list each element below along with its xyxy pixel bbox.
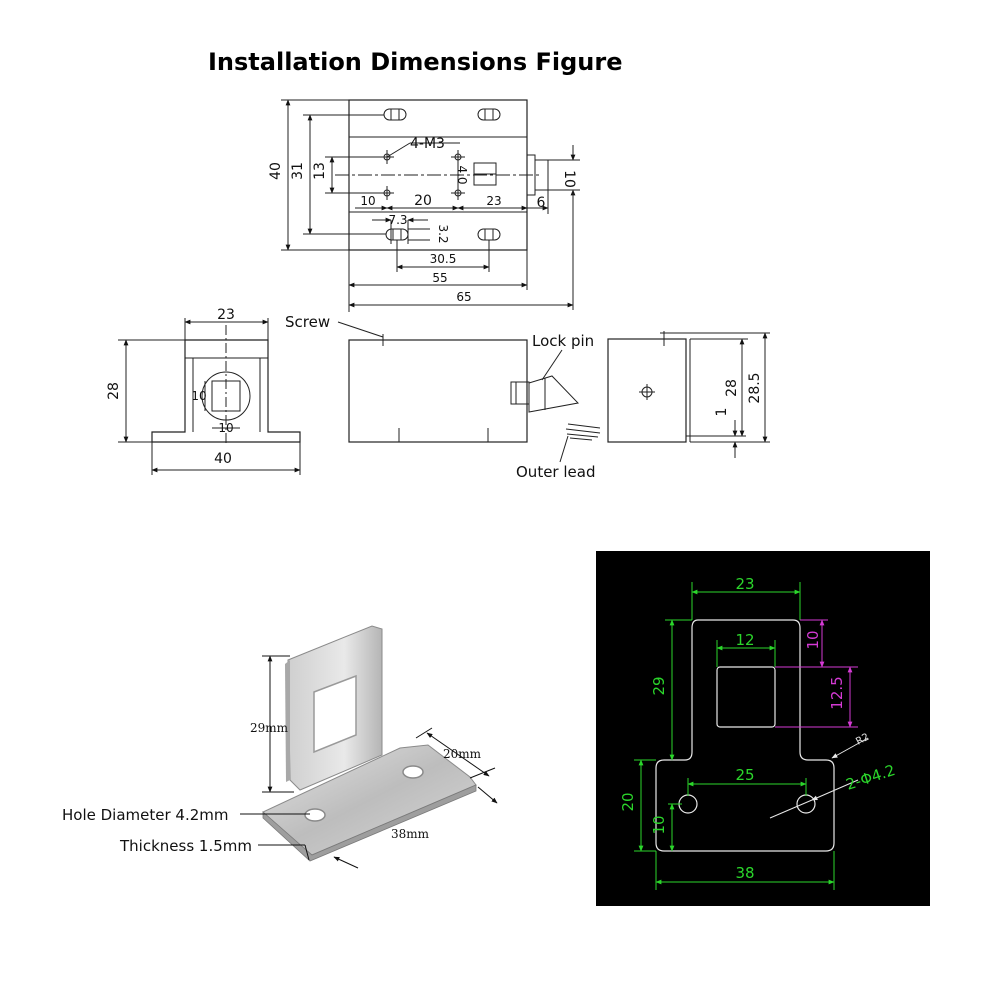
dim-slot-width: 7.3 [388,213,407,227]
dim-pin-length: 10 [561,170,577,188]
cad-upright-height: 29 [650,676,668,695]
bracket-cad: 23 12 10 12.5 29 R2 25 2-Φ4.2 20 10 38 [596,551,930,906]
mount-slot [383,108,407,121]
bracket-hole [402,765,424,779]
dim-slot-height: 3.2 [436,224,450,243]
outer-lead-label: Outer lead [516,463,595,481]
dim-seg-mid: 20 [414,193,432,209]
bracket-width-label: 20mm [443,747,482,761]
dim-pin-offset: 6 [537,195,546,211]
side-view-labels: Screw Lock pin Outer lead [285,313,595,481]
cad-window-height: 12.5 [828,676,846,709]
bracket-window [313,674,357,754]
hole-diameter-label: Hole Diameter 4.2mm [62,806,229,824]
lock-pin-top [534,159,549,191]
dim-slot-span: 30.5 [430,252,457,266]
dim-end-height: 28 [724,379,740,397]
lock-pin-label: Lock pin [532,332,594,350]
hole-callout: 4-M3 [410,136,445,152]
dim-body-length: 55 [432,271,447,285]
dim-end-total-height: 28.5 [747,372,763,403]
cad-window-width: 12 [735,631,754,649]
thickness-label: Thickness 1.5mm [119,837,252,855]
dim-end-gap: 1 [714,408,730,417]
dim-overall-height: 40 [268,162,284,180]
mount-slot [477,108,501,121]
cad-window-top: 10 [804,630,822,649]
bracket-length-label: 38mm [391,827,430,841]
screw-label: Screw [285,313,330,331]
dim-front-square: 10 [191,389,206,403]
bracket-hole [304,808,326,822]
end-view [607,331,770,458]
dim-total-length: 65 [456,290,471,304]
dim-front-height: 28 [106,382,122,400]
dim-pin-width: 4.0 [455,165,469,184]
side-view-body [348,339,528,443]
outer-lead-wires [565,423,601,441]
end-view-body [607,338,687,443]
dim-seg-left: 10 [360,194,375,208]
side-pin-housing [510,381,530,405]
top-view [281,99,580,312]
dim-front-base-width: 40 [214,451,232,467]
cad-base-width: 38 [735,864,754,882]
dim-hole-span-height: 31 [290,162,306,180]
cad-background [596,551,930,906]
cad-window [716,666,776,728]
cad-outline [655,619,835,852]
front-view-labels: 23 28 10 10 40 [106,307,235,467]
cad-base-height: 20 [619,792,637,811]
figure-title: Installation Dimensions Figure [208,48,623,76]
bracket-height-label: 29mm [250,721,289,735]
bracket-photo: 29mm 20mm 38mm Hole Diameter 4.2mm Thick… [62,625,498,869]
dim-seg-right: 23 [486,194,501,208]
side-view [337,321,601,463]
lock-pin [528,375,580,413]
cad-top-width: 23 [735,575,754,593]
top-view-labels: 40 31 13 4-M3 4.0 10 10 20 23 6 7.3 3.2 … [268,136,577,304]
cad-hole-height: 10 [650,815,668,834]
mount-slot [385,228,409,241]
dim-inner-height: 13 [312,162,328,180]
mount-slot [477,228,501,241]
front-view [118,318,301,475]
cad-hole-spacing: 25 [735,766,754,784]
dim-front-top-width: 23 [217,307,235,323]
dim-front-square-w: 10 [218,421,233,435]
end-view-labels: 28 28.5 1 [714,372,763,416]
